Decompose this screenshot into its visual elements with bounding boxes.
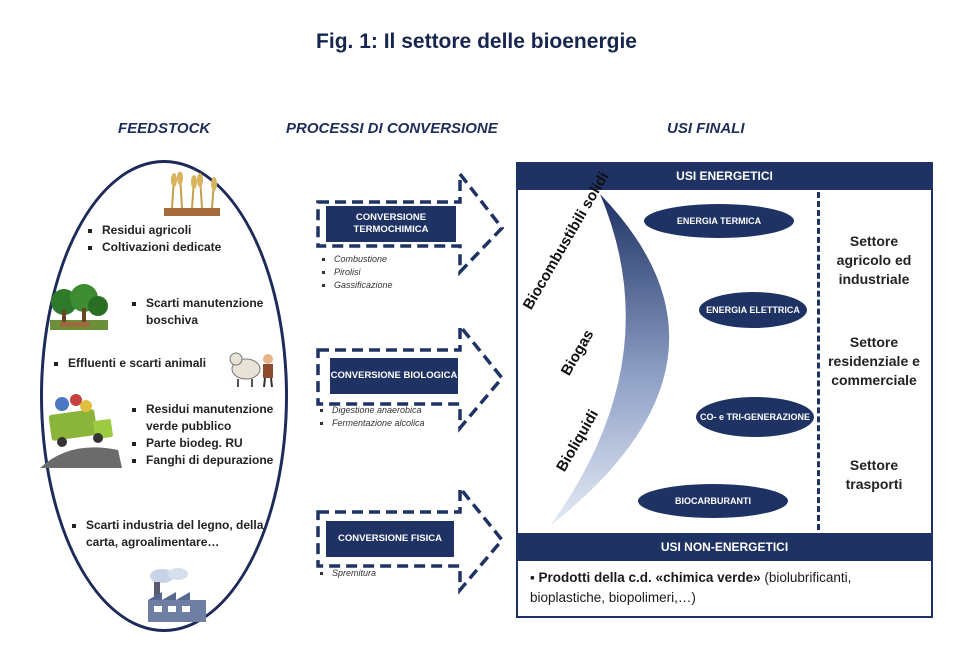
feedstock-ellipse (40, 160, 288, 632)
arrow-termochimica (316, 170, 505, 277)
feedstock-item: Scarti industria del legno, della carta,… (86, 517, 272, 551)
feedstock-item: Parte biodeg. RU (146, 435, 282, 452)
feedstock-group-urban: Residui manutenzione verde pubblico Part… (132, 401, 282, 469)
feedstock-group-industry: Scarti industria del legno, della carta,… (72, 517, 272, 551)
feedstock-group-animal: Effluenti e scarti animali (54, 355, 234, 372)
process-fisica-list: Spremitura (322, 567, 442, 580)
feedstock-item: Scarti manutenzione boschiva (146, 295, 282, 329)
oval-biocarburanti: BIOCARBURANTI (638, 484, 788, 518)
feedstock-item: Residui agricoli (102, 222, 248, 239)
feedstock-item: Coltivazioni dedicate (102, 239, 248, 256)
feedstock-item: Effluenti e scarti animali (68, 355, 234, 372)
process-item: Gassificazione (334, 279, 444, 292)
arrow-fisica (316, 483, 505, 595)
usi-non-energetici-header: USI NON-ENERGETICI (516, 533, 933, 561)
process-item: Combustione (334, 253, 444, 266)
biofuel-crescent (550, 194, 670, 526)
garbage-truck-icon (40, 394, 122, 468)
process-arrows (316, 170, 505, 595)
bullet-square: ▪ (530, 570, 539, 585)
process-item: Fermentazione alcolica (332, 417, 462, 430)
forest-icon (50, 284, 108, 330)
chimica-verde-rest: (biolubrificanti, bioplastiche, biopolim… (530, 570, 852, 605)
usi-energetici-header: USI ENERGETICI (516, 162, 933, 190)
processi-header: PROCESSI DI CONVERSIONE (286, 120, 498, 137)
oval-cogenerazione: CO- e TRI-GENERAZIONE (696, 397, 814, 437)
figure-title: Fig. 1: Il settore delle bioenergie (316, 30, 637, 53)
process-item: Pirolisi (334, 266, 444, 279)
process-biologica-box: CONVERSIONE BIOLOGICA (330, 358, 458, 394)
process-item: Digestione anaerobica (332, 404, 462, 417)
usi-finali-header: USI FINALI (667, 120, 745, 137)
process-termochimica-list: Combustione Pirolisi Gassificazione (324, 253, 444, 292)
process-termochimica-box: CONVERSIONE TERMOCHIMICA (326, 206, 456, 242)
oval-energia-elettrica: ENERGIA ELETTRICA (699, 292, 807, 328)
process-item: Spremitura (332, 567, 442, 580)
farmer-cow-icon (229, 352, 273, 388)
feedstock-group-forest: Scarti manutenzione boschiva (132, 295, 282, 329)
process-biologica-list: Digestione anaerobica Fermentazione alco… (322, 404, 462, 430)
feedstock-group-agricultural: Residui agricoli Coltivazioni dedicate (88, 222, 248, 256)
oval-energia-termica: ENERGIA TERMICA (644, 204, 794, 238)
chimica-verde-bold: Prodotti della c.d. «chimica verde» (538, 570, 761, 585)
process-fisica-box: CONVERSIONE FISICA (326, 521, 454, 557)
factory-icon (148, 568, 206, 622)
settore-residenziale: Settore residenziale e commerciale (828, 334, 920, 388)
chimica-verde-text: ▪ Prodotti della c.d. «chimica verde» (b… (530, 568, 920, 608)
arrow-biologica (316, 321, 505, 433)
settore-trasporti: Settore trasporti (845, 457, 903, 492)
feedstock-item: Fanghi di depurazione (146, 452, 282, 469)
settore-agricolo: Settore agricolo ed industriale (836, 233, 912, 287)
feedstock-item: Residui manutenzione verde pubblico (146, 401, 282, 435)
sector-divider (817, 192, 820, 530)
wheat-icon (164, 172, 220, 216)
feedstock-header: FEEDSTOCK (118, 120, 211, 137)
